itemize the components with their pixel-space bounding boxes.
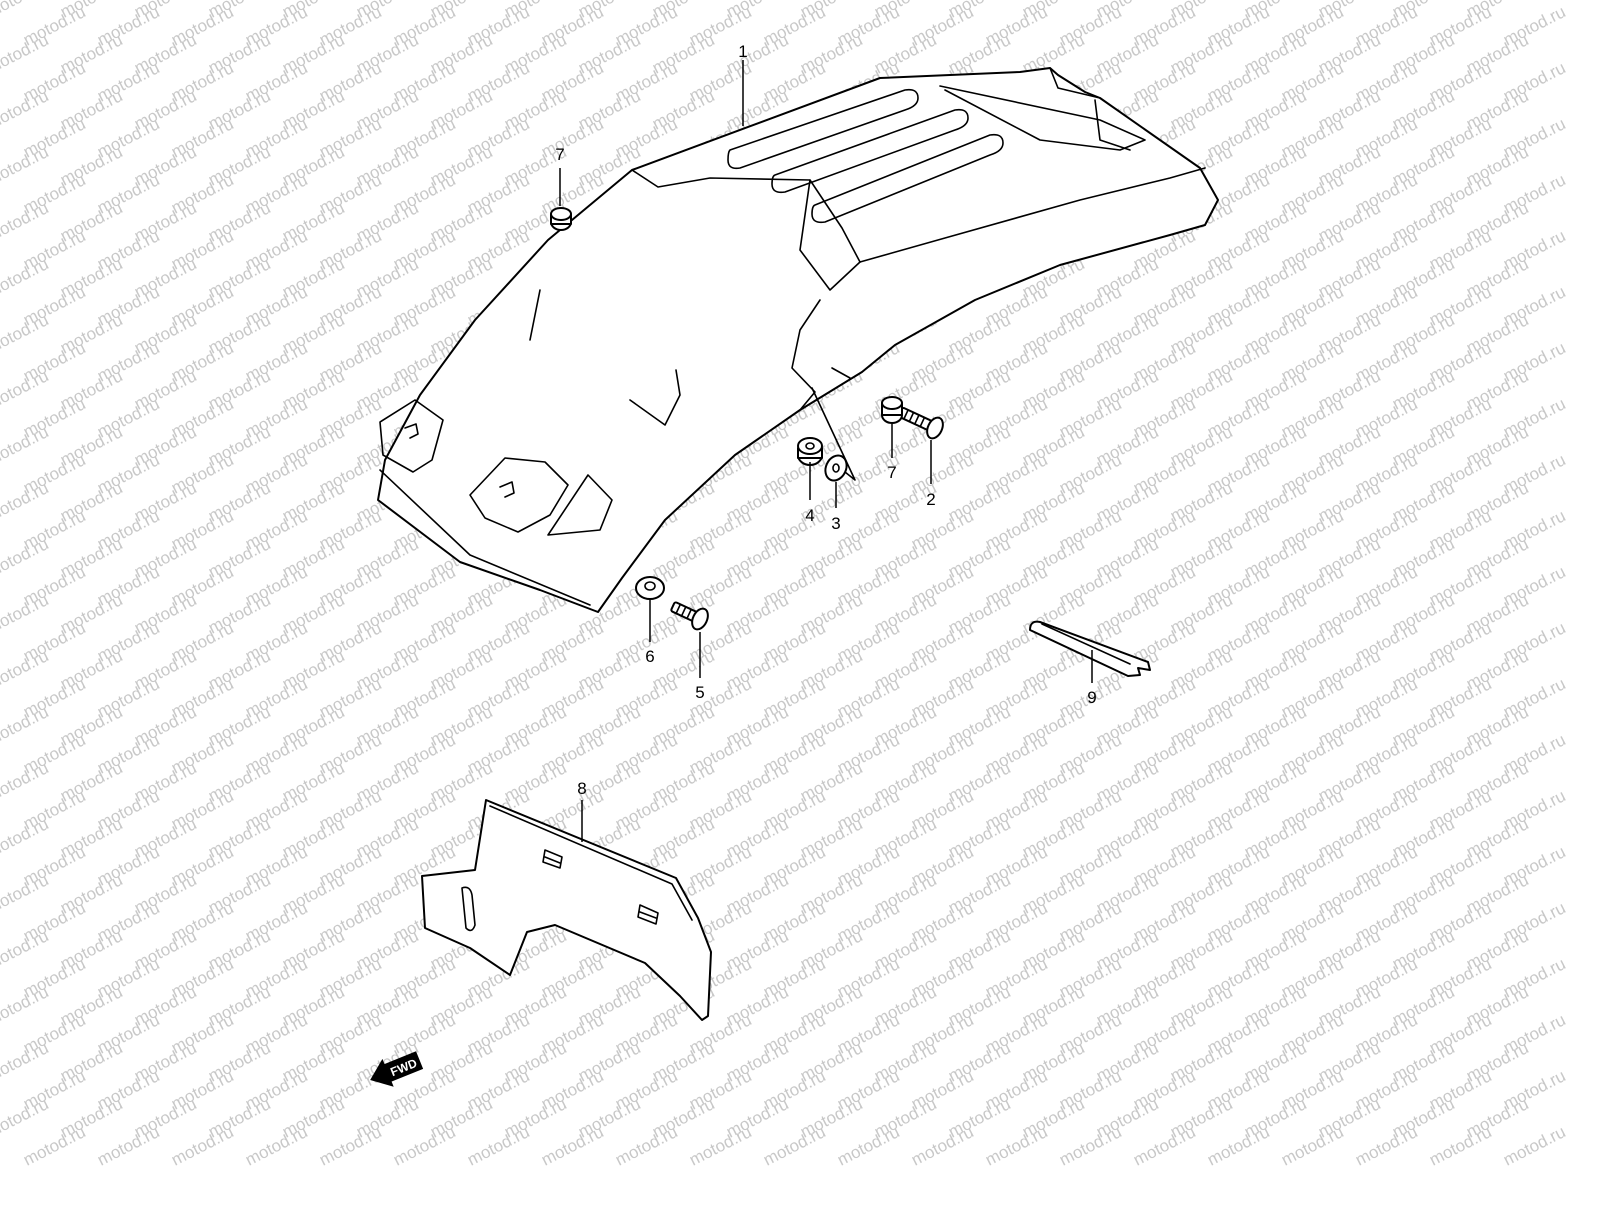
collar-part-7-top xyxy=(550,207,572,231)
nut-part-4 xyxy=(797,437,823,466)
washer-part-6 xyxy=(635,576,665,600)
watermark-text: motod.ru xyxy=(1204,1122,1272,1169)
watermark-text: motod.ru xyxy=(908,1122,976,1169)
watermark-text: motod.ru xyxy=(1500,1122,1568,1169)
watermark-text: motod.ru xyxy=(1056,1122,1124,1169)
watermark-text: motod.ru xyxy=(1130,1122,1198,1169)
watermark-text: motod.ru xyxy=(982,1122,1050,1169)
callout-4: 4 xyxy=(805,506,814,525)
watermark-text: motod.ru xyxy=(1278,1122,1346,1169)
watermark-text: motod.ru xyxy=(316,1122,384,1169)
watermark-text: motod.ru xyxy=(242,1122,310,1169)
watermark-text: motod.ru xyxy=(390,1122,458,1169)
watermark-text: motod.ru xyxy=(686,1122,754,1169)
watermark-text: motod.ru xyxy=(94,1122,162,1169)
watermark-text: motod.ru xyxy=(0,0,52,22)
watermark-text: motod.ru xyxy=(612,1122,680,1169)
collar-part-7-right xyxy=(881,396,903,424)
callout-1: 1 xyxy=(738,42,747,61)
watermark-text: motod.ru xyxy=(20,1122,88,1169)
callout-8: 8 xyxy=(577,779,586,798)
watermark-text: motod.ru xyxy=(464,1122,532,1169)
callout-6: 6 xyxy=(645,647,654,666)
callout-7-right: 7 xyxy=(887,463,896,482)
callout-9: 9 xyxy=(1087,688,1096,707)
watermark-text: motod.ru xyxy=(834,1122,902,1169)
callout-7-top: 7 xyxy=(555,145,564,164)
watermark-text: motod.ru xyxy=(760,1122,828,1169)
callout-3: 3 xyxy=(831,514,840,533)
callout-2: 2 xyxy=(926,490,935,509)
watermark-text: motod.ru xyxy=(538,1122,606,1169)
callout-5: 5 xyxy=(695,683,704,702)
watermark-text: motod.ru xyxy=(1426,1122,1494,1169)
watermark-text: motod.ru xyxy=(168,1122,236,1169)
watermark-text: motod.ru xyxy=(1352,1122,1420,1169)
